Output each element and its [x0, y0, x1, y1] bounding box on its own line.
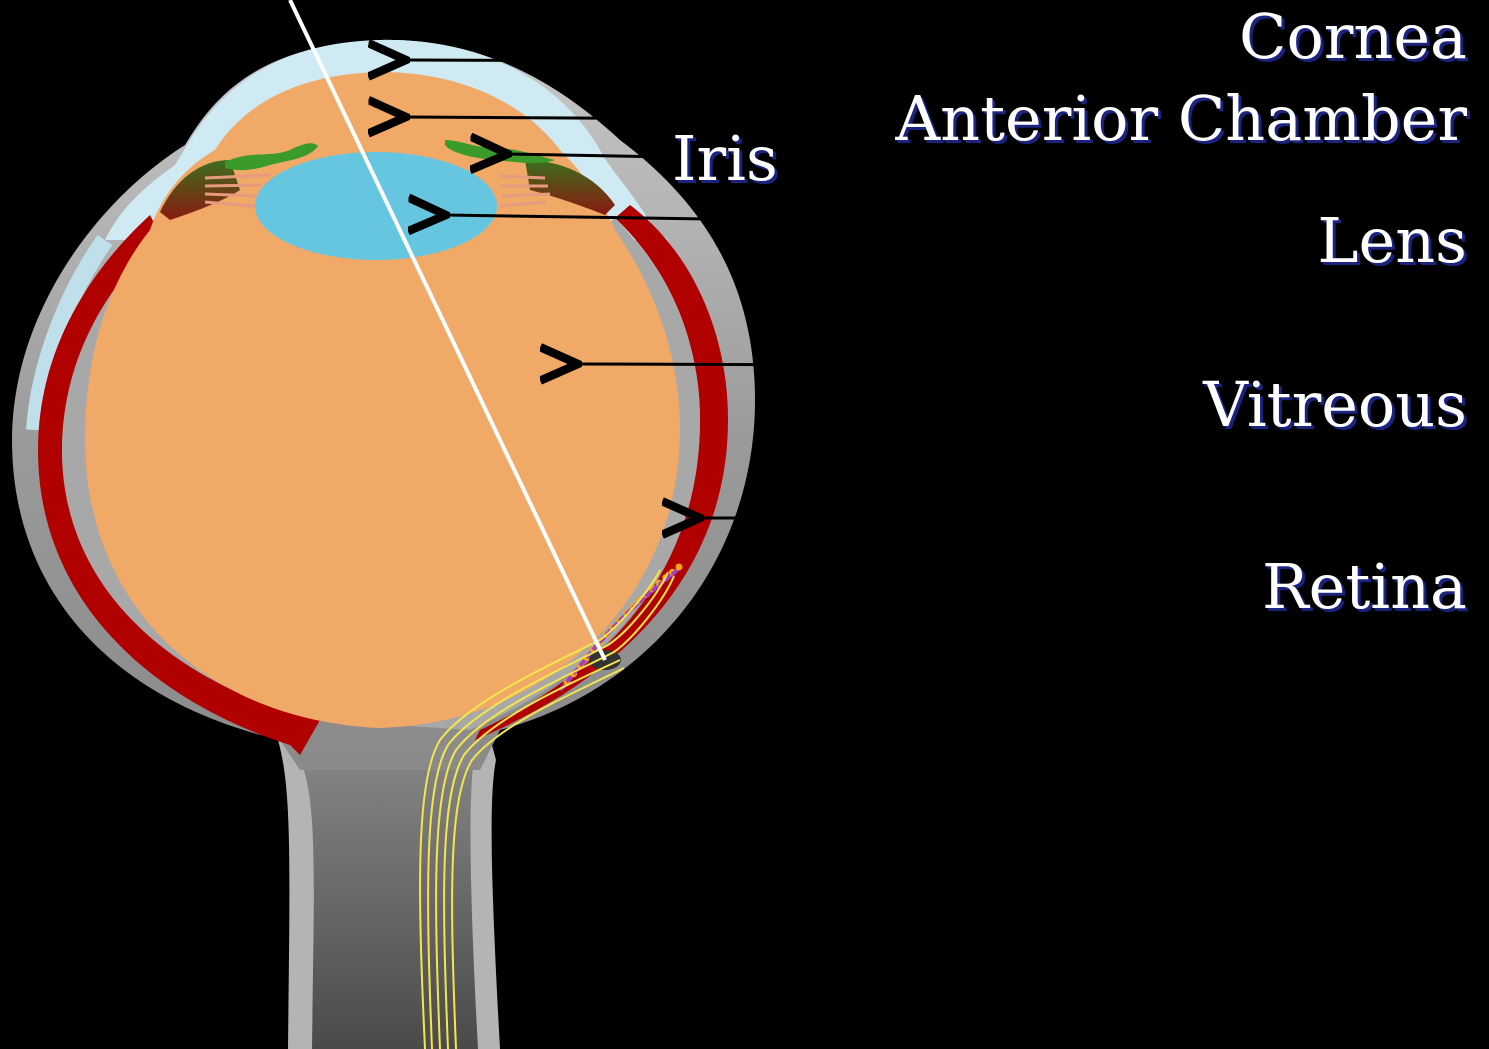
vitreous-pointer-arrow	[578, 364, 903, 365]
photoreceptor-cell	[676, 564, 683, 571]
anterior-chamber-label: Anterior Chamber	[895, 88, 1467, 150]
iris-label: Iris	[672, 128, 778, 190]
vitreous-label: Vitreous	[1203, 374, 1467, 436]
cornea-label: Cornea	[1239, 6, 1467, 68]
cornea-pointer-arrow	[406, 60, 903, 62]
lens	[255, 152, 497, 260]
retina-label: Retina	[1262, 556, 1467, 618]
lens-label: Lens	[1317, 210, 1467, 272]
